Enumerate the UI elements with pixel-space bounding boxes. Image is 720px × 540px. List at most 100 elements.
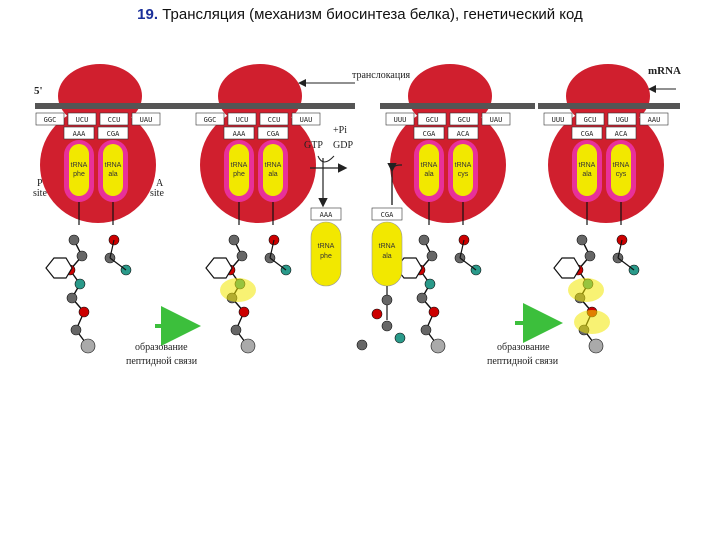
atom: [381, 320, 393, 332]
atom: [228, 234, 240, 246]
trna-2-label: tRNA: [265, 162, 282, 169]
codon-text: UCU: [236, 116, 249, 124]
anticodon-box: [97, 126, 129, 140]
codon-box: [227, 112, 257, 126]
atom: [424, 278, 436, 290]
atom: [416, 292, 428, 304]
trna-2-label: tRNA: [105, 162, 122, 169]
codon-box: [575, 112, 605, 126]
anticodon-box: [413, 126, 445, 140]
atom: [588, 338, 604, 354]
codon-text: UUU: [552, 116, 565, 124]
codon-box: [291, 112, 321, 126]
peptide-chain: [395, 234, 482, 354]
anticodon-text: AAA: [320, 211, 333, 219]
anticodon-text: CGA: [107, 130, 120, 138]
mrna-strand: [35, 103, 195, 109]
trna-2-inner: [453, 144, 473, 196]
codon-box: [99, 112, 129, 126]
atom: [236, 250, 248, 262]
codon-box: [607, 112, 637, 126]
codon-text: UAU: [490, 116, 503, 124]
trna-1-label: tRNA: [579, 162, 596, 169]
five-prime-label: 5': [34, 85, 43, 97]
mrna-strand: [538, 103, 680, 109]
trna-2-label: tRNA: [613, 162, 630, 169]
peptide-chain: [205, 234, 292, 354]
trna-2-label: tRNA: [455, 162, 472, 169]
trna-1-label: tRNA: [231, 162, 248, 169]
codon-text: GCU: [458, 116, 471, 124]
atom: [371, 308, 383, 320]
mrna-strand: [195, 103, 355, 109]
codon-box: [417, 112, 447, 126]
translocation-label: транслокация: [352, 70, 411, 81]
atom: [418, 234, 430, 246]
codon-text: UUU: [394, 116, 407, 124]
bond: [269, 239, 275, 259]
trna-2-inner: [611, 144, 631, 196]
codon-text: GCU: [426, 116, 439, 124]
gtp-hydrolysis-arrow: [317, 155, 335, 163]
bond: [269, 257, 287, 271]
trna-2-inner: [103, 144, 123, 196]
codon-box: [481, 112, 511, 126]
anticodon-text: CGA: [581, 130, 594, 138]
trna-2-inner: [263, 144, 283, 196]
anticodon-box: [605, 126, 637, 140]
codon-text: CCU: [108, 116, 121, 124]
bond: [617, 257, 635, 271]
codon-text: GGC: [204, 116, 217, 124]
trna-2-amino: ala: [108, 171, 117, 178]
highlight: [220, 278, 256, 302]
anticodon-box: [447, 126, 479, 140]
codon-box: [543, 112, 573, 126]
codon-box: [131, 112, 161, 126]
trna-1-label: tRNA: [71, 162, 88, 169]
free-trna-body: [310, 221, 342, 287]
anticodon-text: AAA: [73, 130, 86, 138]
anticodon-box: [371, 207, 403, 221]
slide-number: 19.: [137, 6, 159, 23]
gdp-label: GDP: [333, 140, 353, 151]
bond: [617, 239, 623, 259]
free-trna-label: tRNA: [379, 243, 396, 250]
atom: [420, 324, 432, 336]
bond: [109, 257, 127, 271]
anticodon-box: [571, 126, 603, 140]
codon-box: [195, 112, 225, 126]
anticodon-box: [63, 126, 95, 140]
codon-box: [259, 112, 289, 126]
codon-text: UCU: [76, 116, 89, 124]
codon-box: [67, 112, 97, 126]
atom: [381, 294, 393, 306]
attached-amino-acid: [356, 286, 406, 351]
atom: [576, 234, 588, 246]
codon-text: UGU: [616, 116, 629, 124]
benzene-ring: [553, 257, 581, 279]
atom: [76, 250, 88, 262]
atom: [356, 339, 368, 351]
gtp-label: GTP: [304, 140, 323, 151]
free-trna-amino: ala: [382, 253, 391, 260]
trna-1-amino: ala: [582, 171, 591, 178]
anticodon-text: CGA: [267, 130, 280, 138]
peptide-chain: [45, 234, 132, 354]
bond: [459, 257, 477, 271]
trna-2-amino: cys: [458, 171, 469, 178]
anticodon-text: CGA: [423, 130, 436, 138]
atom: [78, 306, 90, 318]
atom: [240, 338, 256, 354]
codon-text: GGC: [44, 116, 57, 124]
atom: [80, 338, 96, 354]
trna-2-amino: cys: [616, 171, 627, 178]
anticodon-box: [257, 126, 289, 140]
benzene-ring: [205, 257, 233, 279]
codon-text: AAU: [648, 116, 661, 124]
